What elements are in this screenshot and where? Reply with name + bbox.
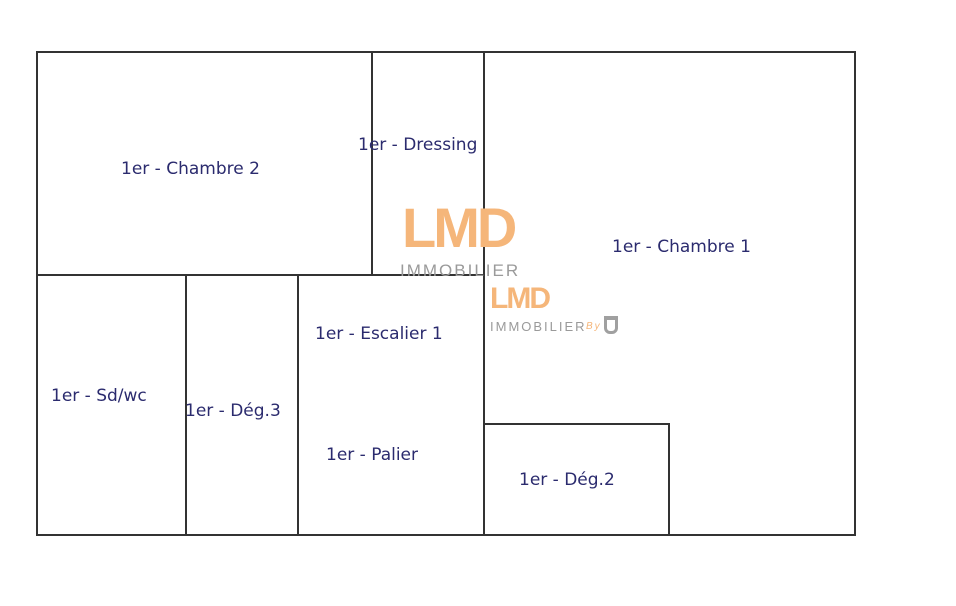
label-escalier: 1er - Escalier 1 <box>315 324 443 344</box>
room-deg-2 <box>483 423 670 536</box>
label-deg-3: 1er - Dég.3 <box>185 401 281 421</box>
watermark-logo: LMD <box>402 196 517 259</box>
label-deg-2: 1er - Dég.2 <box>519 470 615 490</box>
label-chambre-1: 1er - Chambre 1 <box>612 237 751 257</box>
label-chambre-2: 1er - Chambre 2 <box>121 159 260 179</box>
label-sdwc: 1er - Sd/wc <box>51 386 147 406</box>
watermark-emblem-icon <box>604 316 618 334</box>
watermark-logo-small: LMD <box>490 282 551 315</box>
watermark-text: IMMOBILIER <box>400 261 521 280</box>
watermark-by: By <box>586 321 602 332</box>
room-escalier-palier <box>297 274 485 536</box>
label-palier: 1er - Palier <box>326 445 419 465</box>
watermark-text-small: IMMOBILIER <box>490 319 587 334</box>
label-dressing: 1er - Dressing <box>358 135 478 155</box>
